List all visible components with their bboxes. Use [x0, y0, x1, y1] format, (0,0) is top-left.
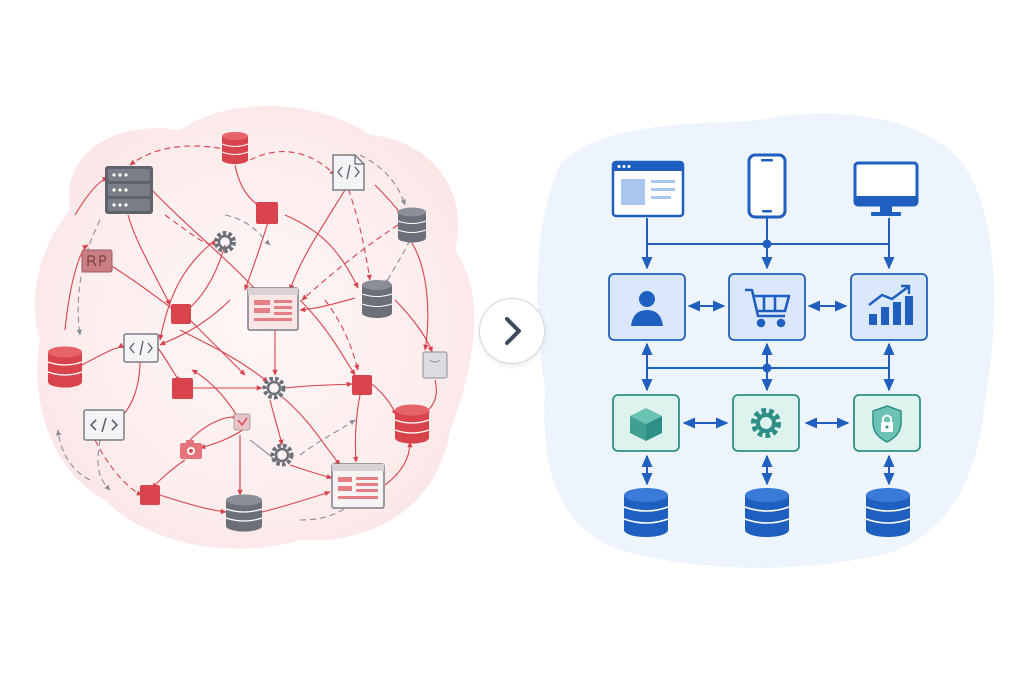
database-icon	[623, 488, 669, 537]
chaos-link	[97, 439, 111, 491]
chaos-link	[179, 329, 269, 383]
browser-window-icon	[331, 463, 385, 509]
database-icon	[225, 494, 263, 532]
chaos-link	[129, 145, 231, 166]
chaos-link	[299, 299, 356, 376]
database-icon	[221, 132, 249, 164]
gear-icon	[214, 231, 236, 253]
user-service-box	[608, 273, 686, 341]
monitor-icon	[853, 161, 919, 216]
chaos-link	[284, 381, 353, 389]
chaos-link	[284, 214, 359, 289]
chaos-link	[371, 383, 397, 416]
database-icon	[744, 488, 790, 537]
cart-service-box	[728, 273, 806, 341]
shield-lock-icon	[872, 405, 902, 443]
chaos-link	[81, 342, 125, 366]
chaos-link	[299, 419, 356, 456]
chaos-link	[189, 319, 246, 376]
browser-window-icon	[611, 160, 685, 218]
module-square-icon	[256, 202, 278, 224]
chaos-link	[353, 394, 361, 463]
package-box	[612, 394, 680, 452]
camera-icon	[180, 440, 202, 459]
chaos-link	[127, 214, 171, 306]
next-arrow-button[interactable]	[479, 298, 545, 364]
chaos-link	[249, 439, 279, 463]
chaos-link	[244, 214, 271, 291]
module-square-icon	[172, 378, 193, 399]
code-icon	[123, 333, 159, 363]
cup-icon	[422, 351, 448, 379]
chaos-link	[224, 214, 271, 246]
database-icon	[394, 404, 430, 444]
chaos-link	[394, 299, 433, 353]
code-icon	[83, 409, 125, 441]
user-icon	[631, 291, 663, 326]
module-square-icon	[171, 304, 191, 324]
database-icon	[865, 488, 911, 537]
database-icon	[397, 207, 427, 243]
database-icon	[47, 346, 83, 388]
check-box-icon	[233, 413, 251, 431]
mobile-phone-icon	[747, 153, 787, 219]
analytics-service-box	[850, 273, 928, 341]
chaos-link	[301, 224, 399, 301]
chaos-link	[299, 297, 356, 313]
shopping-cart-icon	[745, 288, 791, 328]
browser-window-icon	[247, 287, 299, 331]
cube-icon	[630, 408, 662, 441]
gear-icon	[270, 443, 294, 467]
chaos-link	[159, 494, 227, 514]
config-box	[732, 394, 800, 452]
chevron-right-icon	[505, 317, 521, 345]
chaos-link	[344, 179, 372, 281]
module-square-icon	[352, 375, 372, 395]
chaos-link	[64, 244, 89, 331]
chaos-link	[289, 189, 346, 291]
chaos-link	[94, 439, 143, 496]
server-rack-icon	[105, 166, 153, 214]
chaos-link	[164, 214, 216, 246]
chaos-link	[299, 499, 356, 521]
chaos-link	[76, 219, 101, 336]
gear-icon	[751, 408, 781, 438]
chaos-link	[359, 154, 406, 206]
chaos-link	[384, 239, 411, 286]
code-file-icon	[332, 154, 365, 191]
chaos-link	[384, 441, 413, 486]
chaos-link	[159, 299, 231, 346]
script-icon	[81, 249, 113, 273]
bar-chart-trend-icon	[868, 284, 913, 325]
gear-icon	[262, 376, 286, 400]
chaos-link	[279, 394, 341, 466]
chaos-link	[249, 151, 336, 176]
chaos-link	[55, 429, 91, 481]
chaos-link	[158, 239, 216, 341]
module-square-icon	[140, 485, 160, 505]
chaos-link	[289, 464, 333, 480]
security-box	[853, 394, 921, 452]
chaos-link	[269, 399, 284, 446]
chaos-link	[261, 490, 331, 513]
right-connections	[641, 218, 895, 486]
database-icon	[361, 280, 393, 318]
